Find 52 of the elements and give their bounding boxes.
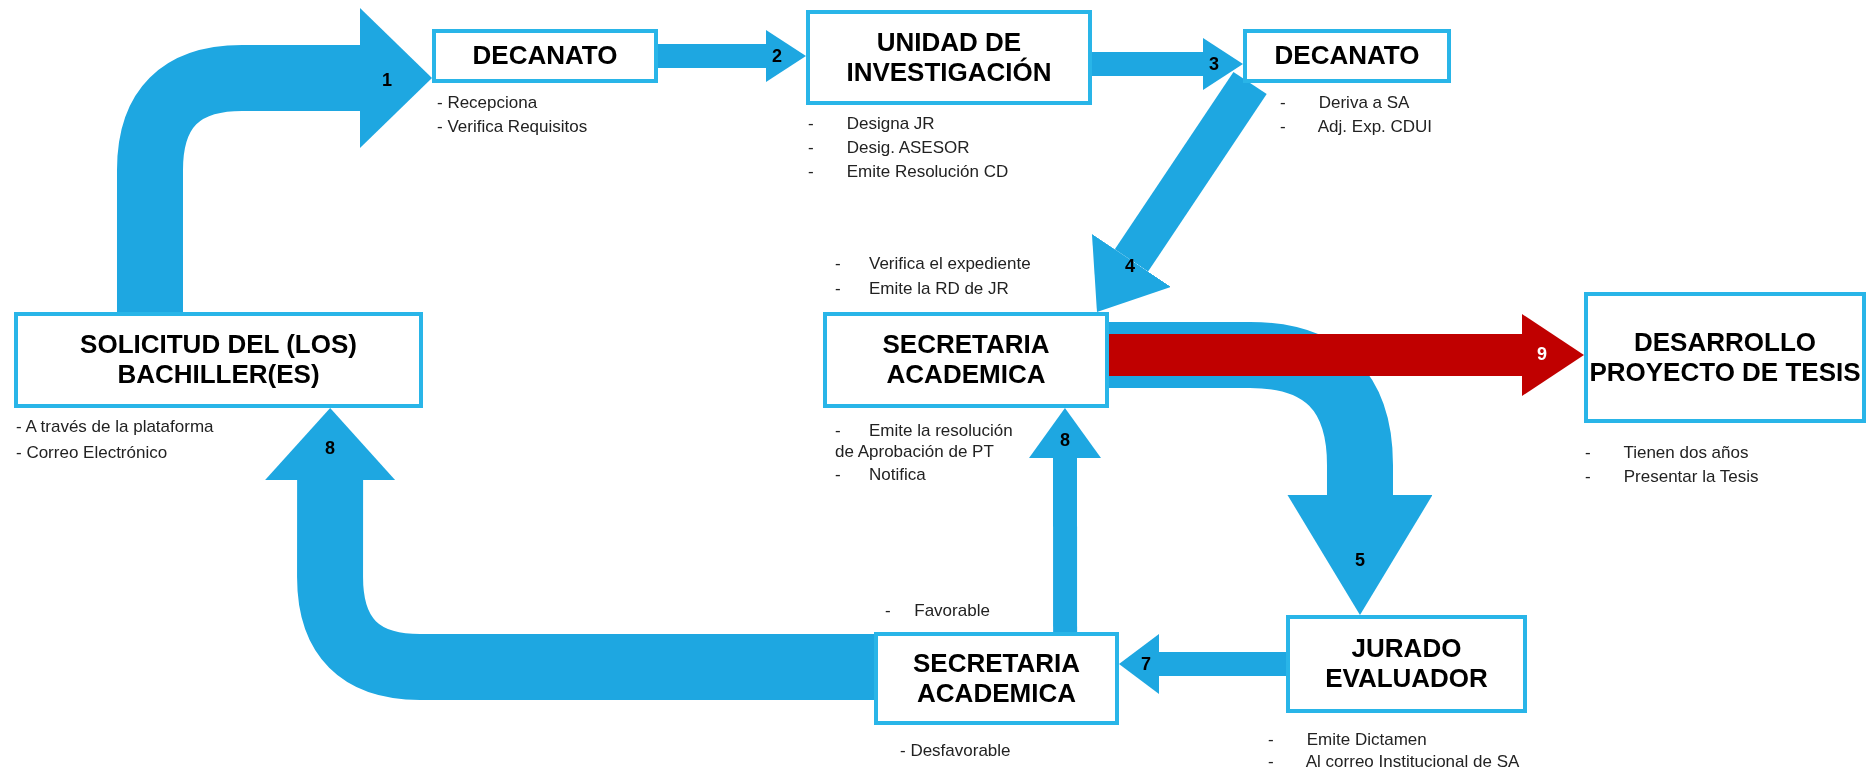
step-note: - Correo Electrónico: [16, 442, 169, 463]
step-number: 4: [1125, 257, 1135, 275]
box-title: SECRETARIA ACADEMICA: [911, 648, 1082, 709]
box-title: SOLICITUD DEL (LOS) BACHILLER(ES): [79, 330, 358, 390]
step-note: - Al correo Institucional de SA: [1268, 751, 1521, 772]
step-note: - Desig. ASESOR: [808, 137, 971, 158]
step-number: 8: [1060, 431, 1070, 449]
block-arrow: [1109, 314, 1584, 396]
step-number: 5: [1355, 551, 1365, 569]
step-note: - Verifica el expediente: [835, 253, 1032, 274]
step-note: - Desfavorable: [900, 740, 1012, 761]
block-arrow: [1109, 322, 1433, 615]
box-title: JURADO EVALUADOR: [1324, 634, 1489, 694]
step-number: 2: [772, 47, 782, 65]
step-note: - Emite la resolución de Aprobación de PT: [835, 420, 1014, 462]
block-arrow: [658, 30, 806, 82]
box-title: DECANATO: [1274, 41, 1420, 71]
process-box: [14, 312, 423, 408]
step-number: 1: [382, 71, 392, 89]
step-note: - Recepciona: [437, 92, 539, 113]
step-number: 7: [1141, 655, 1151, 673]
process-box: [823, 312, 1109, 408]
process-box: [432, 29, 658, 83]
step-note: - Presentar la Tesis: [1585, 466, 1760, 487]
step-number: 9: [1537, 345, 1547, 363]
process-box: [1584, 292, 1866, 423]
step-note: - Favorable: [885, 600, 991, 621]
step-note: - Deriva a SA: [1280, 92, 1411, 113]
box-title: DESARROLLO PROYECTO DE TESIS: [1588, 327, 1862, 388]
step-note: - Tienen dos años: [1585, 442, 1750, 463]
step-note: - Emite Dictamen: [1268, 729, 1428, 750]
step-note: - Notifica: [835, 464, 927, 485]
process-box: [1243, 29, 1451, 83]
step-note: - Emite la RD de JR: [835, 278, 1010, 299]
block-arrow: [1029, 408, 1101, 632]
block-arrow: [265, 408, 874, 700]
step-number: 8: [325, 439, 335, 457]
step-note: - Verifica Requisitos: [437, 116, 589, 137]
process-box: [806, 10, 1092, 105]
box-title: DECANATO: [472, 41, 618, 71]
box-title: UNIDAD DE INVESTIGACIÓN: [845, 27, 1053, 88]
step-note: - Adj. Exp. CDUI: [1280, 116, 1434, 137]
step-number: 3: [1209, 55, 1219, 73]
process-box: [1286, 615, 1527, 713]
process-box: [874, 632, 1119, 725]
block-arrow: [1119, 634, 1286, 694]
box-title: SECRETARIA ACADEMICA: [881, 330, 1051, 390]
step-note: - Emite Resolución CD: [808, 161, 1010, 182]
block-arrow: [1091, 71, 1267, 312]
step-note: - A través de la plataforma: [16, 416, 215, 437]
step-note: - Designa JR: [808, 113, 936, 134]
block-arrow: [1092, 38, 1243, 90]
